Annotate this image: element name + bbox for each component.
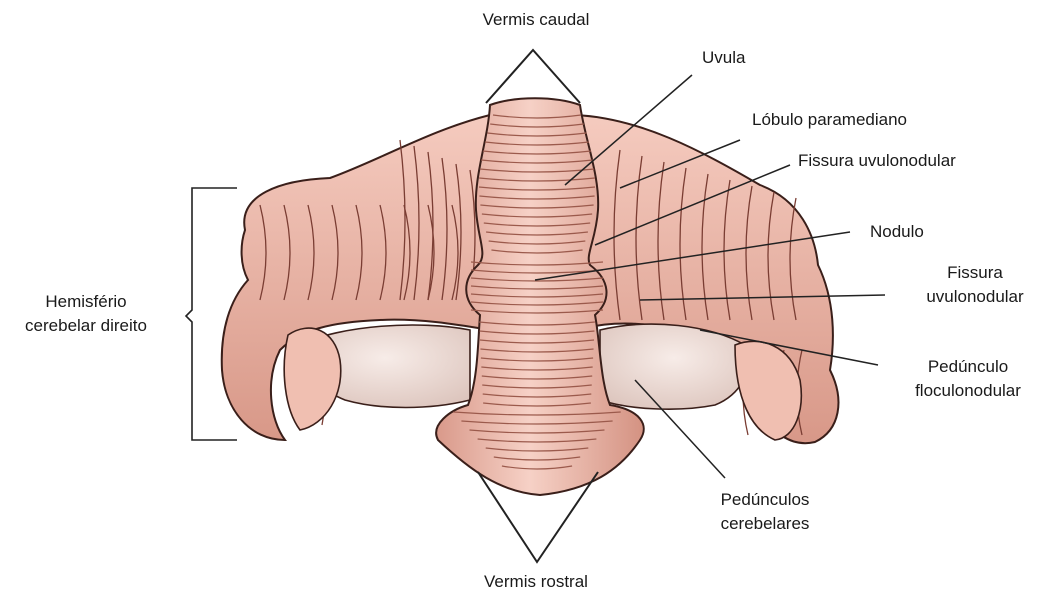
label-pedunculos-cerebelares: Pedúnculos cerebelares [690,490,840,534]
label-peduncilo-line1: Pedúnculo [893,357,1043,377]
label-vermis-rostral: Vermis rostral [446,572,626,592]
label-vermis-caudal: Vermis caudal [446,10,626,30]
label-lobulo-paramediano: Lóbulo paramediano [752,110,907,130]
label-fissura-uvulonodular-1: Fissura uvulonodular [798,151,956,171]
label-fissura-2-line1: Fissura [900,263,1048,283]
label-hemisferio-cerebelar: Hemisfério cerebelar direito [0,292,172,336]
label-uvula: Uvula [702,48,745,68]
left-flocculus [284,328,341,430]
label-peduncilo-floculonodular: Pedúnculo floculonodular [893,357,1043,401]
label-fissura-2-line2: uvulonodular [900,287,1048,307]
label-hemisferio-line2: cerebelar direito [0,316,172,336]
peduncle-region-right [600,324,748,409]
label-peduncilo-line2: floculonodular [893,381,1043,401]
label-pedunculos-line2: cerebelares [690,514,840,534]
label-hemisferio-line1: Hemisfério [0,292,172,312]
label-pedunculos-line1: Pedúnculos [690,490,840,510]
label-nodulo: Nodulo [870,222,924,242]
label-fissura-uvulonodular-2: Fissura uvulonodular [900,263,1048,307]
vermis-caudal-marker [486,50,580,103]
